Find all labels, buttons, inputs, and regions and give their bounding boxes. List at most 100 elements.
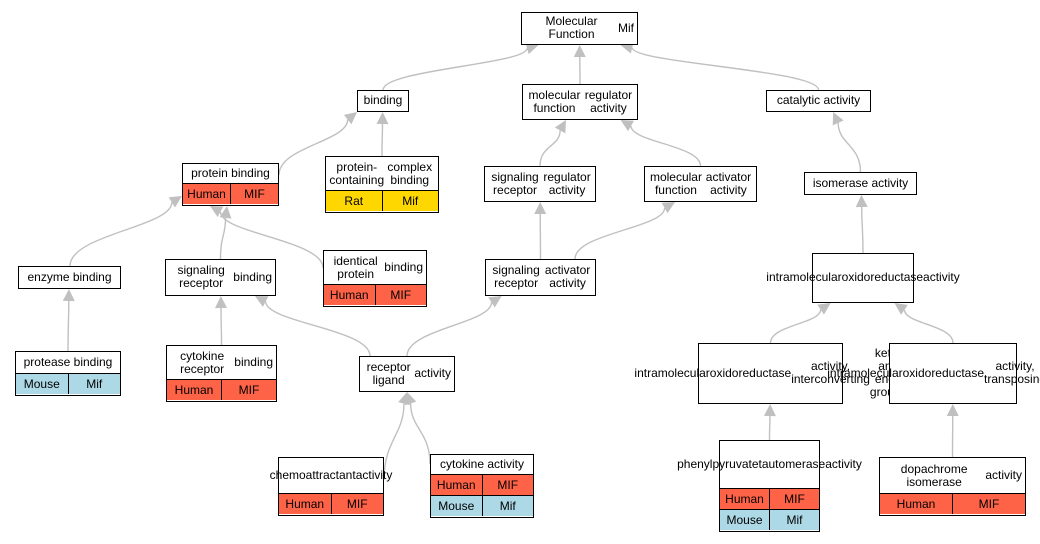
node-label-line: chemoattractant	[269, 468, 356, 482]
species-row-human: Human MIF	[167, 380, 276, 400]
node-iso[interactable]: isomerase activity	[804, 172, 917, 195]
node-label-line: intramolecular	[827, 365, 903, 380]
species-cell: Human	[174, 383, 214, 397]
edge-arrowhead	[661, 202, 675, 214]
node-label-line: binding	[233, 269, 272, 284]
edge-eb-to-pb	[69, 202, 173, 267]
edge-arrowhead	[855, 195, 868, 208]
node-label-line: intramolecular	[634, 365, 710, 380]
gene-cell: MIF	[330, 494, 384, 514]
node-label-line: signaling receptor	[177, 263, 225, 290]
node-label-line: cytokine activity	[439, 457, 525, 471]
edge-arrowhead	[215, 296, 228, 309]
species-cell: Human	[896, 497, 936, 511]
edge-arrowhead	[894, 303, 908, 315]
node-label-line: signaling receptor	[491, 169, 539, 197]
edge-iso-to-cat	[837, 122, 862, 173]
edge-arrowhead	[620, 120, 634, 132]
edge-binding-to-mf	[382, 47, 528, 91]
node-label-line: molecular function	[528, 87, 581, 115]
gene-cell: MIF	[374, 285, 427, 305]
species-cell: Human	[436, 478, 476, 492]
edge-arrowhead	[817, 303, 831, 315]
node-label: cytokine activity	[431, 455, 533, 474]
node-label-line: signaling receptor	[492, 263, 540, 290]
edge-arrowhead	[210, 206, 224, 218]
node-label: isomerase activity	[805, 173, 916, 193]
node-srb[interactable]: signaling receptor binding	[165, 259, 276, 296]
node-cat[interactable]: catalytic activity	[766, 90, 871, 112]
node-label-line: activator activity	[705, 169, 752, 197]
node-label-line: protease binding	[23, 355, 113, 369]
node-label-line: dopachrome isomerase	[900, 461, 968, 489]
edge-arrowhead	[404, 392, 417, 406]
species-cell: Mouse	[23, 377, 60, 391]
gene-cell: MIF	[221, 380, 276, 400]
edge-arrowhead	[534, 202, 547, 215]
edge-arrowhead	[62, 289, 75, 302]
node-label-line: molecular function	[649, 169, 702, 197]
edge-arrowhead	[168, 196, 182, 208]
node-label-line: binding	[384, 260, 423, 274]
node-label-line: regulator activity	[584, 87, 633, 115]
edge-arrowhead	[763, 404, 776, 417]
edge-arrowhead	[573, 45, 586, 58]
edge-mfaa-to-mfra	[630, 125, 702, 167]
edge-sraa-to-mfaa	[574, 207, 666, 260]
node-label-line: protein-containing	[329, 159, 385, 187]
node-binding[interactable]: binding	[357, 90, 409, 112]
node-label-line: activity	[985, 468, 1022, 482]
node-label-line: activator activity	[544, 263, 591, 290]
gene-cell: Mif	[381, 191, 439, 211]
edge-srb-to-pb	[219, 217, 227, 260]
node-label-line: activity, transposing	[984, 359, 1040, 386]
node-label: protein binding	[183, 164, 278, 183]
edge-arrowhead	[946, 404, 959, 417]
edge-chemo-to-rla	[383, 403, 405, 481]
node-label: enzyme binding	[19, 267, 120, 287]
edge-ioatc-to-ioa	[903, 309, 954, 344]
node-eb[interactable]: enzyme binding	[18, 266, 121, 289]
node-label-line: identical protein	[333, 253, 378, 281]
edge-arrowhead	[554, 120, 566, 134]
edge-arrowhead	[219, 206, 232, 219]
